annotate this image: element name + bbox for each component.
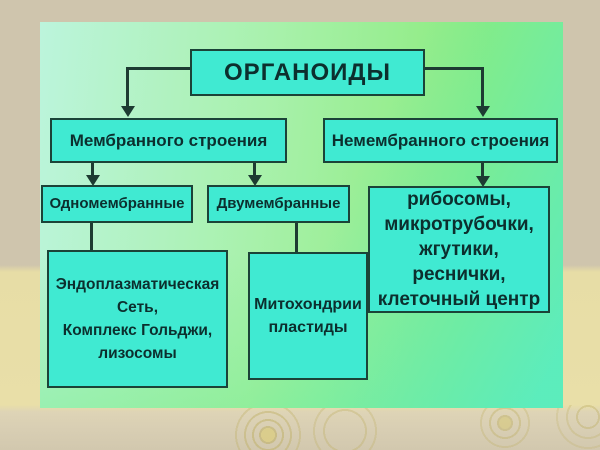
node-text-line: пластиды <box>268 319 348 336</box>
node-mitochondria-plastids: Митохондрии пластиды <box>248 252 368 380</box>
connector-single-to-er-golgi <box>90 223 93 251</box>
node-text-line: Митохондрии <box>254 295 362 313</box>
node-double-membrane: Двумембранные <box>207 185 350 223</box>
node-text-line: жгутики, <box>419 238 499 260</box>
connector-organoids-to-nonmembrane <box>481 67 484 108</box>
arrowhead-to-single <box>86 175 100 186</box>
arrowhead-to-ribosomes <box>476 176 490 187</box>
node-nonmembrane-structure: Немембранного строения <box>323 118 558 163</box>
connector-membrane-to-single <box>91 163 94 177</box>
node-er-golgi-lysosomes: Эндоплазматическая Сеть, Комплекс Гольдж… <box>47 250 228 388</box>
node-text-line: Эндоплазматическая <box>55 275 220 293</box>
node-text-line: Сеть, <box>116 298 159 316</box>
arrowhead-to-membrane <box>121 106 135 117</box>
connector-organoids-to-nonmembrane <box>425 67 484 70</box>
arrowhead-to-double <box>248 175 262 186</box>
node-text-line: клеточный центр <box>377 289 541 311</box>
arrowhead-to-nonmembrane <box>476 106 490 117</box>
node-text-line: реснички, <box>412 264 506 286</box>
node-organoids: ОРГАНОИДЫ <box>190 49 425 96</box>
connector-organoids-to-membrane <box>126 67 129 108</box>
connector-membrane-to-double <box>253 163 256 177</box>
node-text-line: рибосомы, <box>407 188 511 210</box>
node-text-line: лизосомы <box>98 345 177 363</box>
node-membrane-structure: Мембранного строения <box>50 118 287 163</box>
node-text-line: Комплекс Гольджи, <box>62 322 213 339</box>
node-ribosomes-list: рибосомы, микротрубочки, жгутики, реснич… <box>368 186 550 313</box>
water-ripples-decoration <box>0 405 600 450</box>
connector-organoids-to-membrane <box>128 67 190 70</box>
connector-nonmembrane-to-ribosomes <box>481 163 484 177</box>
node-single-membrane: Одномембранные <box>41 185 193 223</box>
node-text-line: микротрубочки, <box>384 213 534 235</box>
connector-double-to-mitochondria <box>295 223 298 253</box>
